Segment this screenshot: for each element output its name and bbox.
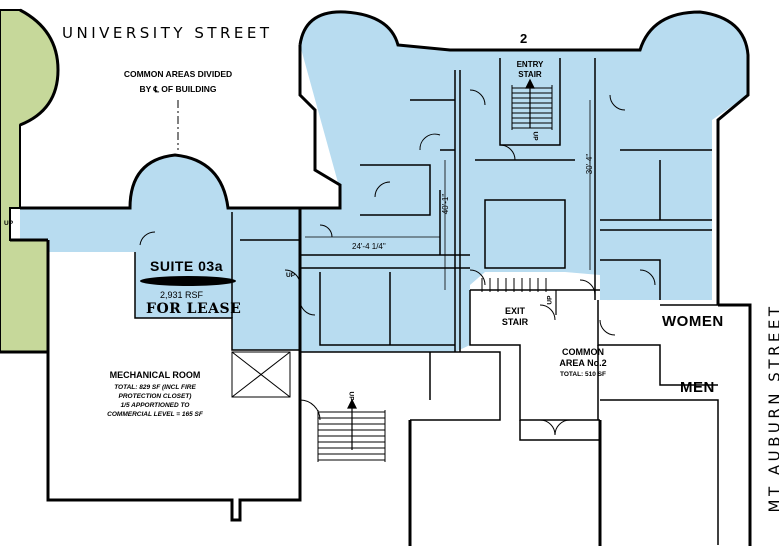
mechanical-room-line3: 1/5 APPORTIONED TO	[120, 402, 190, 409]
interior-walls	[134, 58, 719, 545]
women-restroom-label: WOMEN	[662, 313, 724, 330]
up-label-exit-stair: UP	[546, 295, 554, 305]
suite-label-bar	[140, 276, 236, 286]
common-area-2-line1: COMMON	[562, 347, 604, 357]
dimension-width: 24'-4 1/4"	[352, 242, 386, 251]
common-areas-note-line1: COMMON AREAS DIVIDED	[123, 69, 233, 79]
up-label-entry-stair: UP	[531, 131, 539, 141]
exit-stair-label-line2: STAIR	[501, 317, 529, 327]
dimension-lines	[305, 100, 591, 290]
dimension-depth-1: 40'-1"	[441, 193, 451, 215]
common-areas-note-line2: BY ℄ OF BUILDING	[139, 84, 217, 94]
mechanical-room-title: MECHANICAL ROOM	[109, 370, 201, 380]
suite-status: FOR LEASE	[146, 301, 242, 317]
up-label-suite: UP	[286, 272, 296, 279]
stair-number: 2	[520, 31, 528, 46]
door-swings	[139, 89, 656, 436]
men-restroom-label: MEN	[680, 379, 715, 396]
shaft-x	[231, 351, 291, 398]
entry-stair-treads	[511, 85, 553, 130]
up-label-lower-stair: UP	[347, 391, 355, 401]
exterior-walls	[0, 8, 752, 546]
mechanical-room-line1: TOTAL: 829 SF (INCL FIRE	[114, 384, 196, 391]
mechanical-room-line4: COMMERCIAL LEVEL = 165 SF	[107, 411, 203, 418]
mt-auburn-street-label: MT AUBURN STREET	[765, 303, 779, 513]
university-street-label: UNIVERSITY STREET	[62, 24, 273, 42]
suite-area: 2,931 RSF	[160, 290, 204, 300]
dimension-depth-2: 30'-4"	[585, 153, 595, 175]
entry-stair-label-line2: STAIR	[518, 70, 542, 79]
up-arrows	[347, 78, 557, 450]
suite-name: SUITE 03a	[150, 258, 223, 274]
entry-stair-label-line1: ENTRY	[516, 60, 544, 69]
exit-stair-treads	[481, 278, 547, 292]
mechanical-room-line2: PROTECTION CLOSET)	[118, 393, 192, 400]
suite-area-fill	[20, 11, 748, 352]
exit-stair-label-line1: EXIT	[504, 306, 525, 316]
up-label-west: UP	[4, 220, 14, 227]
common-area-2-line3: TOTAL: 510 SF	[560, 371, 606, 378]
common-area-2-line2: AREA No.2	[559, 358, 607, 368]
